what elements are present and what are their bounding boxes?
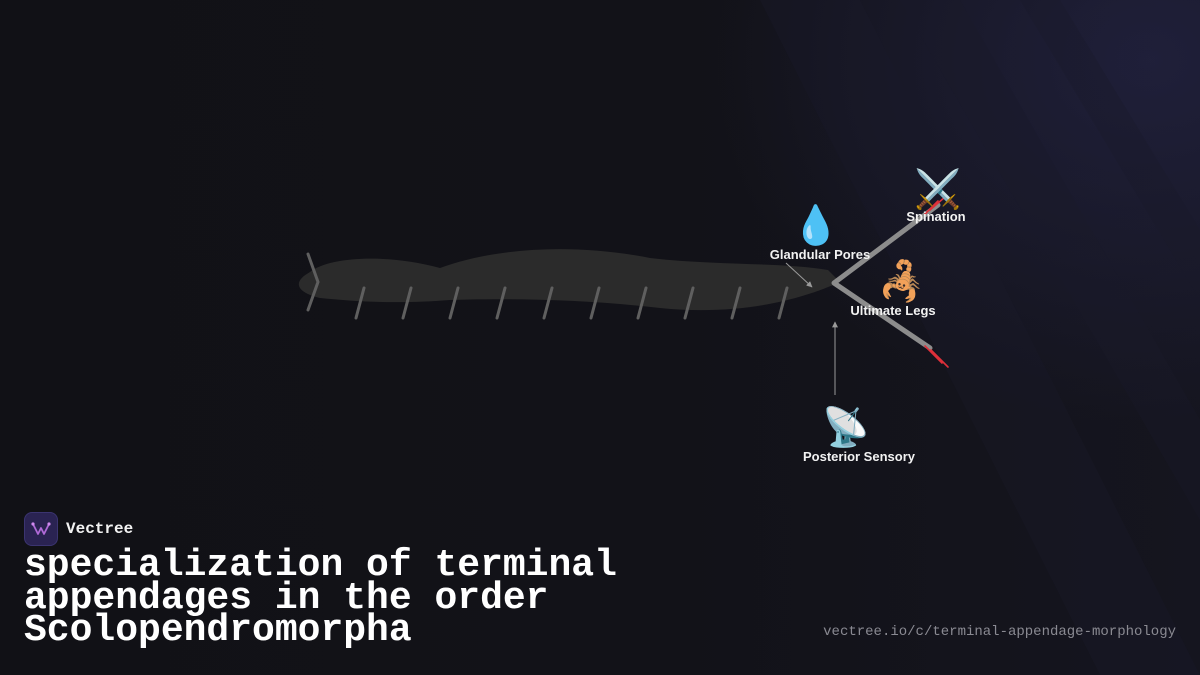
leg [777,286,789,320]
spine [924,200,939,215]
leg [448,286,460,320]
spination-label: Spination [906,209,965,224]
ultimate-legs-label: Ultimate Legs [850,303,935,318]
callout-posterior-sensory: 📡 Posterior Sensory [803,403,916,464]
callout-arrows [785,262,838,395]
callout-ultimate-legs: 🦂 Ultimate Legs [850,258,935,318]
antenna [306,252,320,312]
ultimate-legs-shape [831,202,941,351]
title-line-2: appendages in the order [24,576,549,620]
title-line-3: Scolopendromorpha [24,609,412,652]
glandular-pores-label: Glandular Pores [770,247,870,262]
satellite-dish-icon: 📡 [822,403,869,449]
callout-glandular-pores: 💧 Glandular Pores [770,203,870,262]
posterior-sensory-label: Posterior Sensory [803,449,916,464]
title-line-1: specialization of terminal [24,544,617,587]
leg [354,286,366,320]
leg [683,286,695,320]
terminal-spines [924,196,949,368]
logo-mark [31,522,51,535]
vectree-logo-icon [24,512,58,546]
leg [495,286,507,320]
crossed-swords-icon: ⚔️ [914,167,961,211]
callout-spination: ⚔️ Spination [906,167,965,224]
spine [930,349,949,368]
leg [401,286,413,320]
spine [924,345,943,364]
scorpion-icon: 🦂 [878,258,925,304]
leg [542,286,554,320]
spine [929,196,946,211]
glandular-pores-arrow [785,262,813,288]
centipede-body [298,249,840,311]
leg [730,286,742,320]
droplet-icon: 💧 [792,203,839,247]
source-url: vectree.io/c/terminal-appendage-morpholo… [823,624,1176,640]
leg [589,286,601,320]
brand-name: Vectree [66,520,134,538]
body-legs [354,286,789,320]
page-title: specialization of terminal appendages in… [24,547,724,650]
brand: Vectree [24,512,133,546]
leg [636,286,648,320]
